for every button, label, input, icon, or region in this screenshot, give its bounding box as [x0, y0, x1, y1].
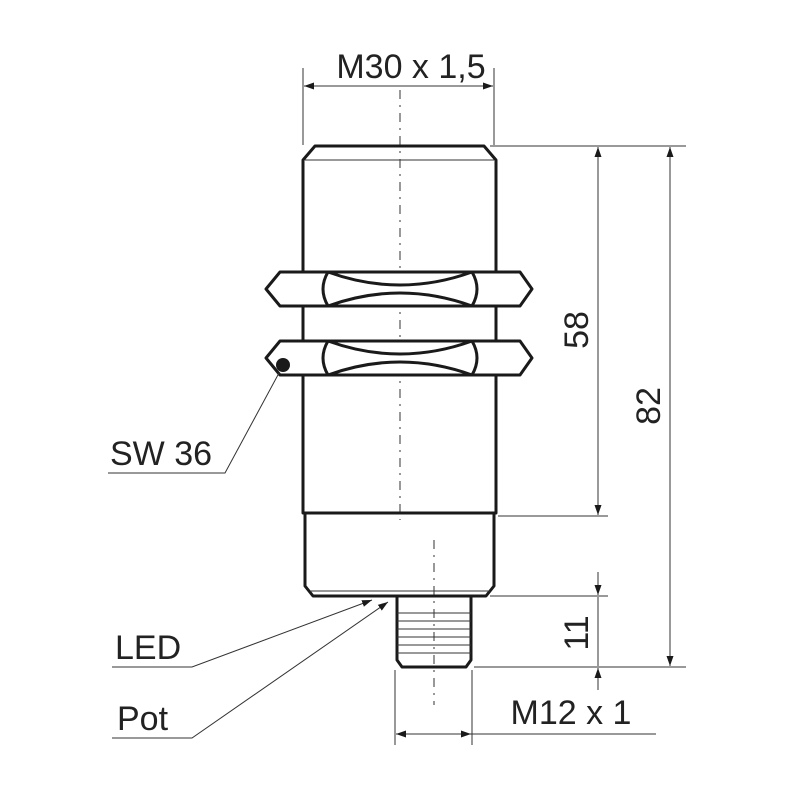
hex-nut-upper: [264, 270, 534, 308]
sensor-cap: [303, 513, 496, 598]
callout-pot: Pot: [112, 601, 389, 739]
pot-label: Pot: [117, 700, 169, 738]
dimension-82-label: 82: [630, 387, 668, 425]
dimension-11: 11: [558, 572, 602, 690]
sensor-body: [301, 144, 498, 515]
m12-connector: [395, 596, 473, 669]
thread-main-label: M30 x 1,5: [336, 48, 485, 86]
dimension-58-label: 58: [558, 311, 596, 349]
thread-connector-label: M12 x 1: [511, 694, 632, 732]
led-label: LED: [115, 629, 181, 667]
dimension-11-label: 11: [558, 615, 596, 650]
wrench-size-label: SW 36: [110, 435, 212, 473]
wrench-marker-dot: [276, 358, 290, 372]
callout-wrench-size: SW 36: [108, 372, 280, 474]
extension-lines: [302, 68, 686, 745]
dimension-thread-connector: M12 x 1: [396, 694, 656, 738]
dimension-82: 82: [630, 147, 674, 666]
dimension-thread-main: M30 x 1,5: [304, 48, 493, 90]
hex-nut-lower: [264, 339, 534, 377]
dimension-58: 58: [558, 147, 602, 515]
callout-led: LED: [112, 599, 373, 668]
